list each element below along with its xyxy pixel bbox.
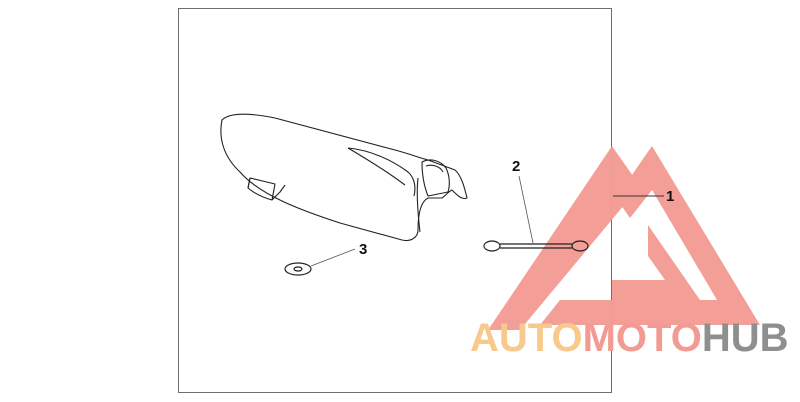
callout-1-label: 1: [666, 188, 674, 205]
washer-part: [284, 262, 312, 276]
watermark-logo-icon: [488, 146, 760, 330]
watermark-moto: MOTO: [582, 316, 702, 360]
watermark-text: AUTOMOTOHUB: [470, 316, 789, 360]
callout-3-leader: [310, 248, 356, 267]
callout-2-leader: [518, 175, 534, 244]
cable-tie-part: [483, 240, 589, 252]
callout-2-label: 2: [512, 158, 520, 175]
watermark-hub: HUB: [701, 316, 789, 360]
callout-3-label: 3: [359, 241, 367, 258]
seat-cowl-part: [220, 113, 468, 242]
diagram-frame: [178, 8, 612, 393]
watermark-auto: AUTO: [470, 316, 583, 360]
